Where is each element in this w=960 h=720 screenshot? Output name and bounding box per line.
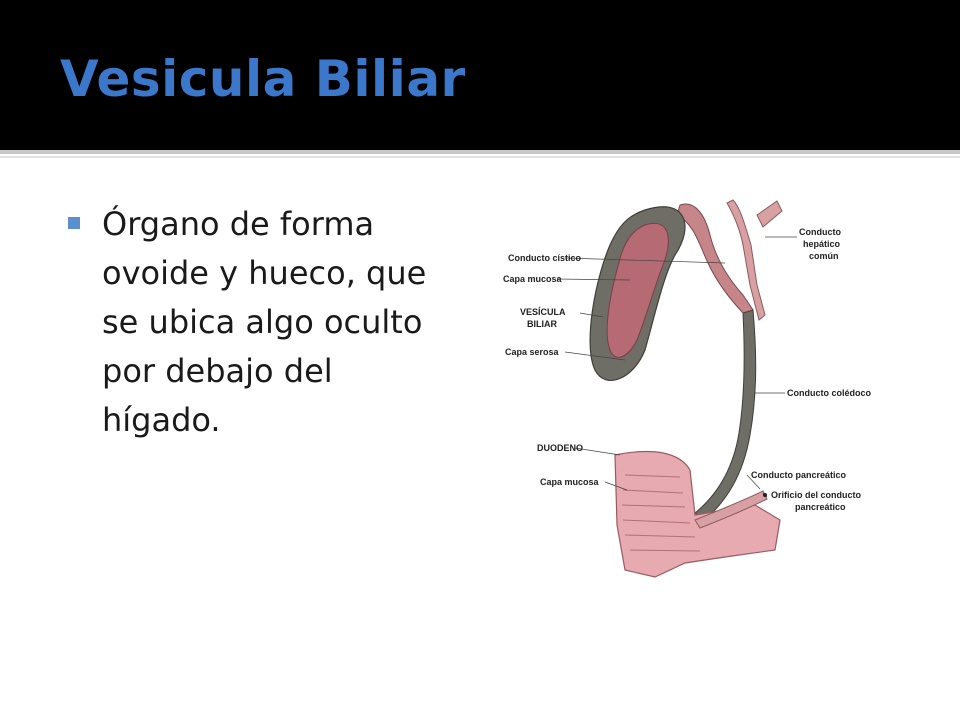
duodenum	[614, 450, 781, 578]
orificio-marker	[763, 493, 767, 497]
label-hepatico-2: hepático	[803, 239, 841, 249]
bullet-item: Órgano de forma ovoide y hueco, que se u…	[68, 200, 458, 445]
label-vesicula-1: VESÍCULA	[520, 307, 566, 317]
divider-line	[0, 150, 960, 154]
bullet-text: Órgano de forma ovoide y hueco, que se u…	[102, 205, 427, 439]
label-hepatico-3: común	[809, 251, 839, 261]
slide-title: Vesicula Biliar	[60, 50, 466, 108]
label-conducto-cistico: Conducto cístico	[508, 253, 582, 263]
label-pancreatico: Conducto pancreático	[751, 470, 847, 480]
label-vesicula-2: BILIAR	[527, 319, 557, 329]
label-orificio-2: pancreático	[795, 502, 846, 512]
label-orificio-1: Orificio del conducto	[771, 490, 862, 500]
label-capa-mucosa-bottom: Capa mucosa	[540, 477, 600, 487]
label-capa-mucosa-top: Capa mucosa	[503, 274, 563, 284]
label-coledoco: Conducto colédoco	[787, 388, 871, 398]
label-hepatico-1: Conducto	[799, 227, 841, 237]
pancreatic-duct	[694, 490, 768, 529]
leader-lines	[556, 236, 797, 498]
title-bar: Vesicula Biliar	[0, 0, 960, 150]
divider-line-thin	[0, 156, 960, 158]
duodenum-folds	[621, 474, 701, 552]
bullet-square-icon	[68, 217, 80, 229]
label-capa-serosa: Capa serosa	[505, 347, 560, 357]
hepatic-duct	[726, 199, 766, 321]
hepatic-duct-branch	[756, 200, 783, 228]
common-bile-duct	[694, 309, 757, 521]
label-duodeno: DUODENO	[537, 443, 583, 453]
gallbladder-mucosa	[606, 222, 669, 358]
gallbladder-illustration: Conducto cístico Capa mucosa VESÍCULA BI…	[503, 199, 871, 578]
gallbladder-diagram: Conducto cístico Capa mucosa VESÍCULA BI…	[495, 185, 885, 585]
